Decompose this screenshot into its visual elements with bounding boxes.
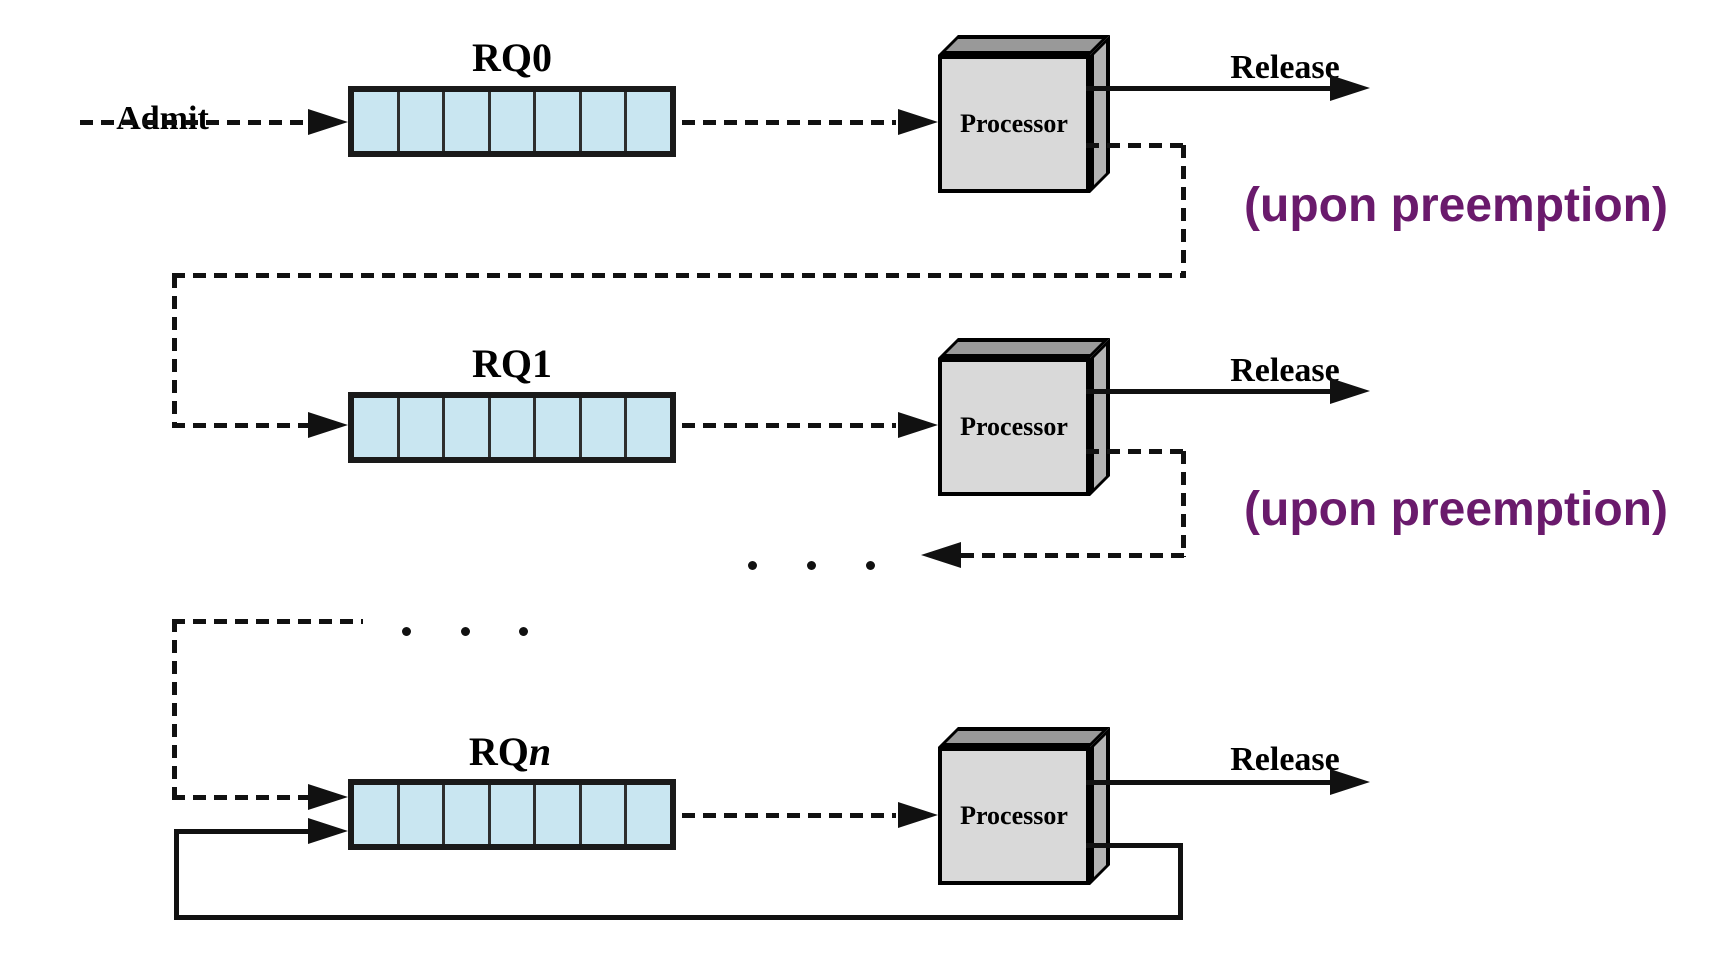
queue-cell [533,398,579,457]
queue-to-processor-dashed-line [682,120,896,125]
queue-label-prefix: RQ [472,35,532,80]
release-line [1086,780,1332,785]
queue-cell [354,785,397,844]
processor-box-side-face [1090,727,1110,885]
queue-label-suffix-italic: n [528,729,552,774]
feedback-exit-line [1086,843,1182,848]
queue-label-prefix: RQ [468,729,529,774]
preemption-into-rq1-dashed-line [172,423,308,428]
preemption-back-dashed-line [961,553,1186,558]
release-line [1086,389,1332,394]
queue-to-processor-dashed-line [682,813,896,818]
release-label: Release [1230,49,1340,86]
arrowhead-right-icon [1330,378,1370,404]
queue-label-suffix: 1 [532,341,552,386]
processor-box-side-face [1090,35,1110,193]
feedback-down-line [1178,843,1183,920]
queue-cell [624,785,670,844]
processor-label: Processor [960,109,1068,138]
arrowhead-right-icon [898,412,938,438]
ready-queue-rq0 [348,86,676,157]
processor-box: Processor [938,358,1090,496]
processor-label: Processor [960,412,1068,441]
feedback-into-queue-line [174,829,308,834]
queue-cell [487,398,534,457]
queue-label-prefix: RQ [472,341,532,386]
arrowhead-right-icon [308,818,348,844]
processor-box-top-face [938,727,1110,747]
processor-box-top-face [938,35,1110,55]
preemption-exit-dashed-line [1086,449,1186,454]
queue-cell [487,92,534,151]
feedback-bottom-line [174,915,1183,920]
continuation-dashed-line [172,619,363,624]
continuation-down-dashed-line [172,619,177,797]
queue-label-suffix: 0 [532,35,552,80]
admit-dashed-line [80,120,308,125]
queue-label-rq1: RQ1 [402,341,622,387]
queue-cell [396,398,443,457]
queue-cell [533,785,579,844]
arrowhead-right-icon [308,784,348,810]
preemption-left-down-dashed-line [172,275,177,427]
release-label: Release [1230,352,1340,389]
preemption-note: (upon preemption) [1244,179,1668,232]
preemption-exit-dashed-line [1086,143,1186,148]
queue-cell [578,92,625,151]
processor-box-side-face [1090,338,1110,496]
queue-cell [578,398,625,457]
queue-cell [354,398,397,457]
ellipsis-dots [402,626,528,636]
processor-box: Processor [938,747,1090,885]
arrowhead-left-icon [921,542,961,568]
ellipsis-dot-icon [460,626,470,636]
queue-cell [396,92,443,151]
release-line [1086,86,1332,91]
queue-cell [487,785,534,844]
ready-queue-rqn [348,779,676,850]
processor-label: Processor [960,801,1068,830]
preemption-down-dashed-line [1181,451,1186,557]
processor-box-top-face [938,338,1110,358]
queue-cell [533,92,579,151]
ellipsis-dots [748,560,875,570]
queue-cell [396,785,443,844]
arrowhead-right-icon [308,412,348,438]
queue-cell [624,92,670,151]
queue-cell [354,92,397,151]
preemption-across-dashed-line [172,273,1186,278]
queue-cell [442,92,488,151]
queue-cell [442,398,488,457]
ellipsis-dot-icon [866,560,875,570]
queue-cell [624,398,670,457]
into-rqn-dashed-line [172,795,308,800]
arrowhead-right-icon [1330,769,1370,795]
queue-label-rq0: RQ0 [402,35,622,81]
preemption-note: (upon preemption) [1244,483,1668,536]
ellipsis-dot-icon [807,560,816,570]
release-label: Release [1230,741,1340,778]
arrowhead-right-icon [898,109,938,135]
ellipsis-dot-icon [519,626,528,636]
queue-to-processor-dashed-line [682,423,896,428]
admit-label: Admit [116,100,209,137]
queue-cell [578,785,625,844]
preemption-down-dashed-line [1181,145,1186,277]
arrowhead-right-icon [308,109,348,135]
arrowhead-right-icon [898,802,938,828]
processor-box: Processor [938,55,1090,193]
queue-label-rqn: RQn [400,729,620,775]
arrowhead-right-icon [1330,75,1370,101]
ellipsis-dot-icon [402,626,411,636]
ready-queue-rq1 [348,392,676,463]
queue-cell [442,785,488,844]
ellipsis-dot-icon [748,560,757,570]
feedback-up-line [174,831,179,920]
